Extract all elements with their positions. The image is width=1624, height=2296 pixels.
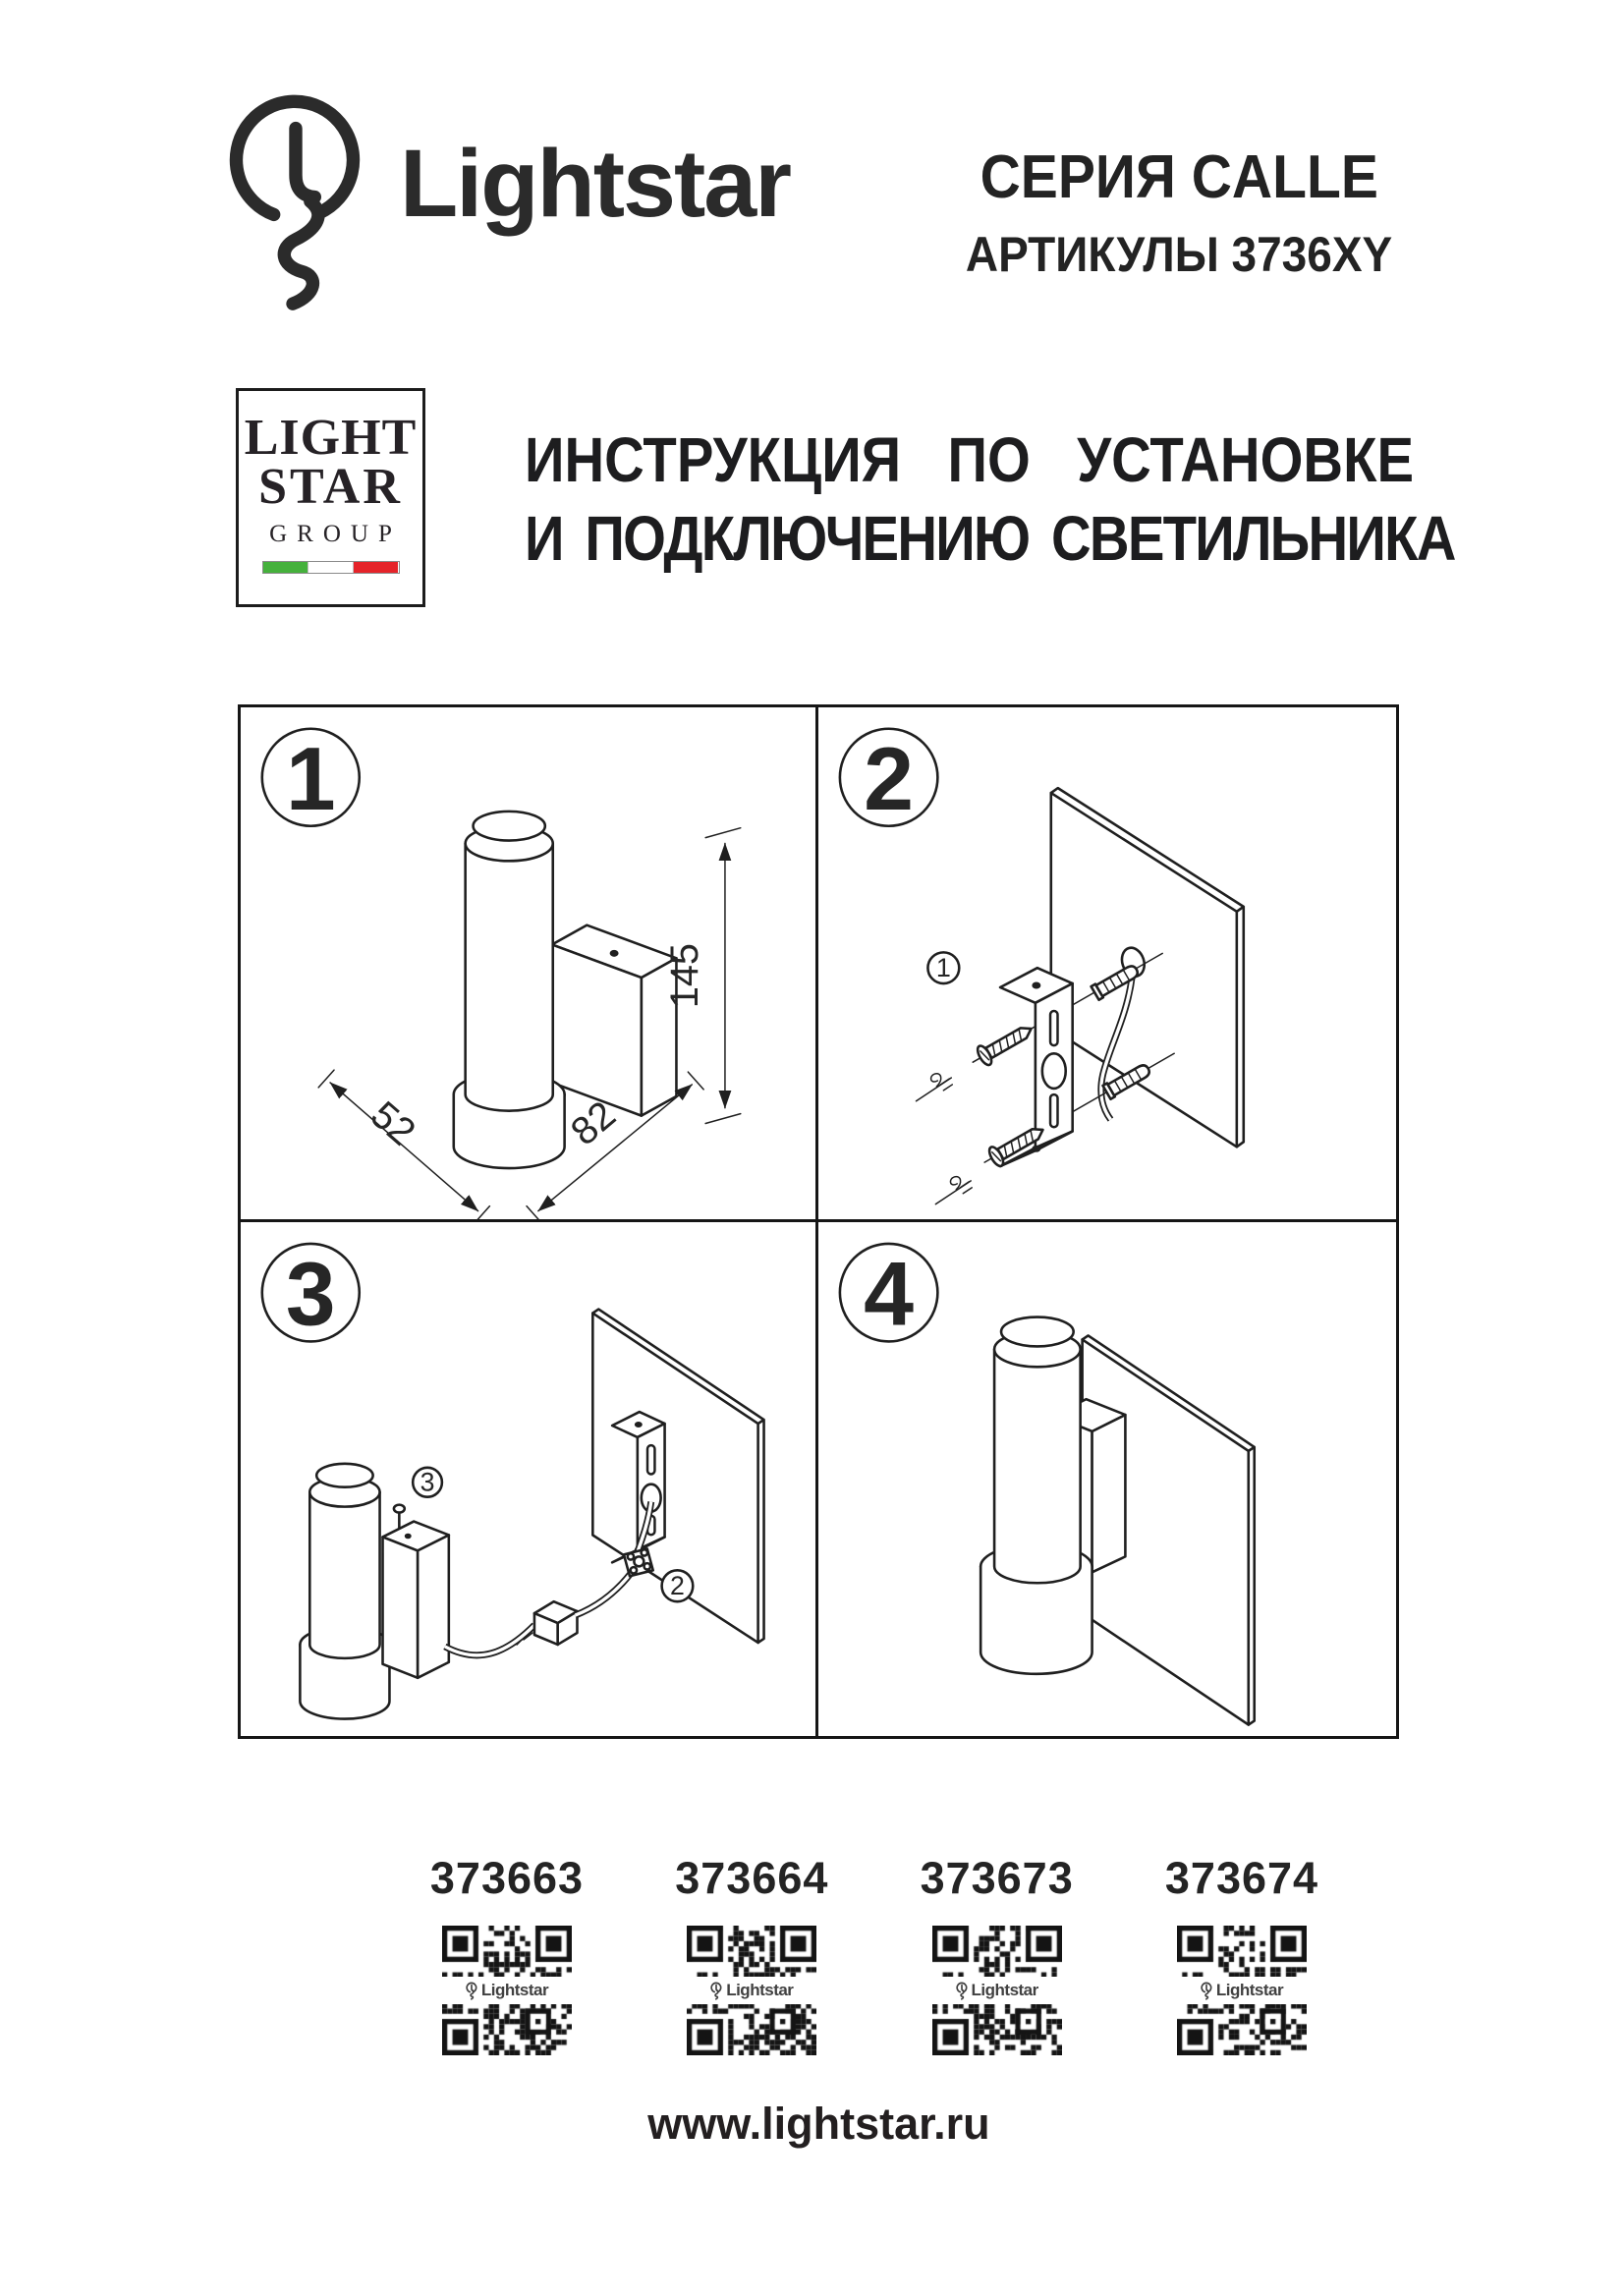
qr-code: Lightstar bbox=[442, 1926, 572, 2055]
lamp-cylinder bbox=[452, 810, 566, 1170]
lamp-cylinder bbox=[979, 1315, 1093, 1675]
article-column: 373663 Lightstar bbox=[401, 1853, 613, 2055]
step-1-drawing: 1 14 bbox=[260, 727, 742, 1219]
lightstar-bulb-icon bbox=[955, 1982, 968, 2000]
svg-text:2: 2 bbox=[670, 1571, 685, 1600]
wire-lamp-to-driver bbox=[443, 1622, 537, 1658]
lightstar-bulb-icon bbox=[710, 1982, 722, 2000]
title-line-1: ИНСТРУКЦИЯ ПО УСТАНОВКЕ bbox=[525, 424, 1415, 495]
mounting-bracket bbox=[998, 966, 1074, 1168]
step-2-drawing: 2 bbox=[838, 727, 1246, 1205]
lamp-cylinder bbox=[299, 1462, 391, 1720]
article-column: 373674 Lightstar bbox=[1136, 1853, 1348, 2055]
lamp-mount-box bbox=[550, 924, 678, 1117]
fixing-screw-small bbox=[392, 1502, 407, 1529]
wire-driver-to-terminal bbox=[574, 1569, 635, 1618]
footer: www.lightstar.ru bbox=[0, 2099, 1624, 2150]
title-line-2: И ПОДКЛЮЧЕНИЮ СВЕТИЛЬНИКА bbox=[525, 503, 1456, 574]
qr-lightstar-watermark: Lightstar bbox=[442, 1977, 572, 2004]
lightstar-group-logo-box: LIGHT STAR GROUP bbox=[236, 388, 425, 607]
article-column: 373664 Lightstar bbox=[645, 1853, 858, 2055]
terminal-block bbox=[622, 1546, 654, 1578]
qr-lightstar-watermark: Lightstar bbox=[687, 1977, 817, 2004]
qr-lightstar-watermark: Lightstar bbox=[931, 1977, 1062, 2004]
svg-text:3: 3 bbox=[286, 1244, 336, 1344]
svg-text:1: 1 bbox=[286, 730, 336, 829]
qr-code: Lightstar bbox=[1176, 1926, 1307, 2055]
step-number-badge: 3 bbox=[260, 1242, 362, 1344]
qr-code: Lightstar bbox=[931, 1926, 1062, 2055]
lightstar-bulb-icon bbox=[229, 94, 361, 310]
footer-url: www.lightstar.ru bbox=[647, 2099, 990, 2149]
dimension-height-145: 145 bbox=[663, 826, 742, 1125]
callout-bracket-1: 1 bbox=[926, 951, 961, 985]
article-column: 373673 Lightstar bbox=[891, 1853, 1103, 2055]
steps-grid: 1 1 4 bbox=[238, 704, 1399, 1739]
series-articles-subtitle: АРТИКУЛЫ 3736XY bbox=[965, 227, 1393, 282]
step-4-drawing: 4 bbox=[838, 1242, 1257, 1726]
wall-panel bbox=[1049, 786, 1246, 1148]
svg-text:4: 4 bbox=[864, 1244, 914, 1344]
series-title: СЕРИЯ CALLE bbox=[980, 143, 1378, 211]
group-logo-word-group: GROUP bbox=[269, 520, 402, 547]
article-list: 373663 Lightstar 373664 Lightstar 373673 bbox=[401, 1853, 1348, 2055]
group-logo-word-star: STAR bbox=[258, 459, 403, 515]
article-number: 373674 bbox=[1164, 1853, 1319, 1903]
svg-text:2: 2 bbox=[864, 729, 914, 829]
lightstar-bulb-icon bbox=[466, 1982, 477, 2000]
step-panel-4: 4 bbox=[818, 1222, 1396, 1737]
svg-text:3: 3 bbox=[420, 1467, 435, 1496]
callout-screw-3: 3 bbox=[411, 1466, 444, 1498]
lamp-mount-box bbox=[381, 1519, 451, 1679]
article-number: 373663 bbox=[429, 1853, 585, 1903]
qr-code: Lightstar bbox=[687, 1926, 817, 2055]
step-number-badge: 4 bbox=[838, 1242, 939, 1344]
step-3-drawing: 3 bbox=[260, 1242, 765, 1720]
power-wire bbox=[1097, 975, 1136, 1122]
step-panel-1: 1 14 bbox=[241, 707, 818, 1222]
step-panel-3: 3 bbox=[241, 1221, 818, 1736]
group-logo-word-light: LIGHT bbox=[244, 410, 418, 466]
svg-text:52: 52 bbox=[363, 1093, 423, 1154]
lightstar-bulb-icon bbox=[1201, 1982, 1212, 2000]
self-tap-symbol bbox=[915, 1073, 973, 1205]
italian-flag bbox=[261, 560, 400, 574]
svg-text:145: 145 bbox=[663, 943, 706, 1008]
step-number-badge: 1 bbox=[260, 727, 362, 829]
callout-wiring-2: 2 bbox=[660, 1568, 695, 1602]
step-number-badge: 2 bbox=[838, 727, 939, 829]
header-brand: Lightstar bbox=[221, 84, 792, 318]
article-number: 373664 bbox=[675, 1853, 829, 1903]
article-number: 373673 bbox=[920, 1853, 1074, 1903]
svg-text:1: 1 bbox=[936, 953, 951, 982]
series-header: СЕРИЯ CALLE АРТИКУЛЫ 3736XY bbox=[884, 143, 1474, 282]
document-title: ИНСТРУКЦИЯ ПО УСТАНОВКЕ И ПОДКЛЮЧЕНИЮ СВ… bbox=[525, 424, 1456, 574]
brand-wordmark: Lightstar bbox=[400, 130, 792, 237]
qr-lightstar-watermark: Lightstar bbox=[1176, 1977, 1307, 2004]
driver-box bbox=[516, 1599, 579, 1646]
step-panel-2: 2 bbox=[818, 707, 1396, 1222]
